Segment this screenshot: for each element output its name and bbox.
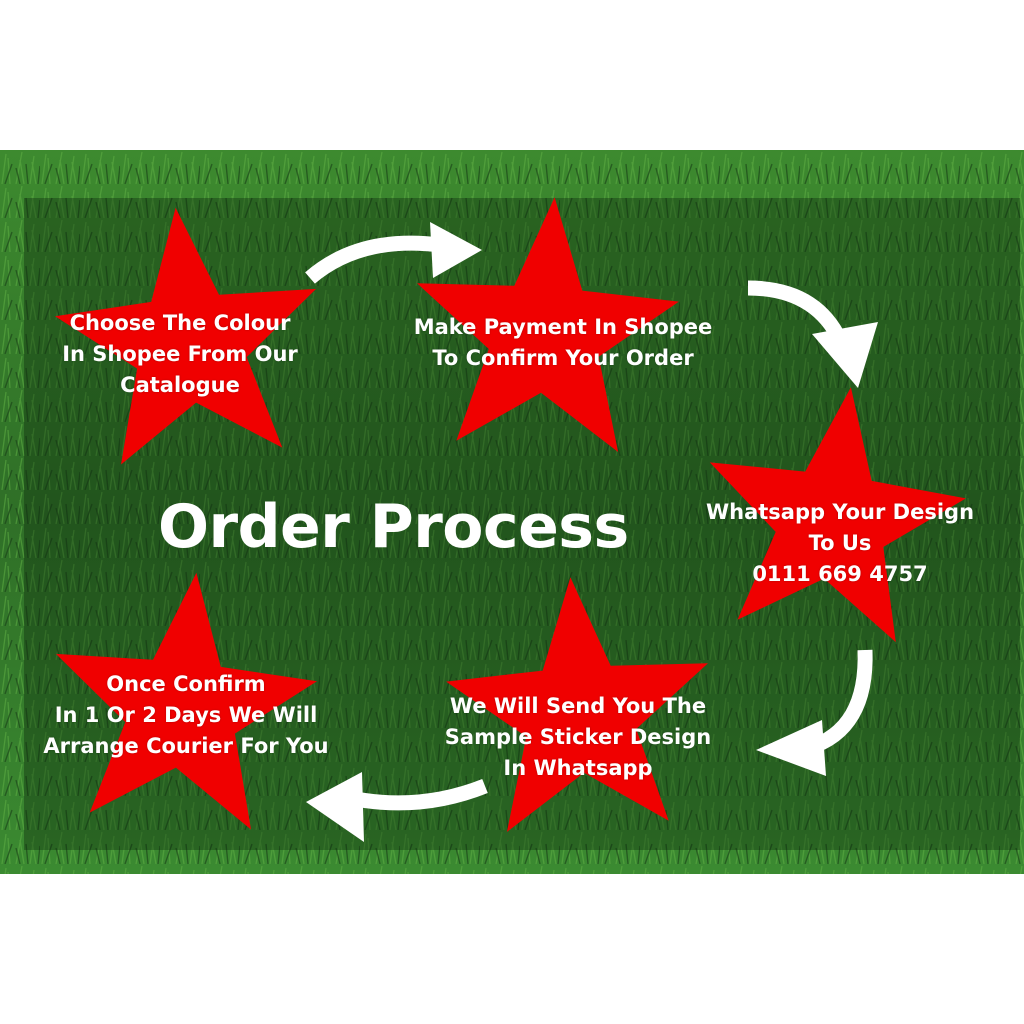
step-5-line-2: In 1 Or 2 Days We Will	[54, 703, 318, 727]
step-3-text: Whatsapp Your Design To Us 0111 669 4757	[690, 497, 990, 590]
arrow-step4-to-step5	[348, 779, 488, 811]
star-step-2	[417, 197, 679, 452]
step-1-text: Choose The Colour In Shopee From Our Cat…	[42, 308, 318, 401]
stars-group	[55, 197, 966, 832]
step-3-line-3: 0111 669 4757	[752, 562, 928, 586]
arrowhead-1	[430, 222, 482, 278]
step-5-line-3: Arrange Courier For You	[43, 734, 329, 758]
arrowhead-4	[306, 772, 364, 842]
step-1-line-2: In Shopee From Our	[62, 342, 298, 366]
step-2-line-1: Make Payment In Shopee	[413, 315, 713, 339]
step-1-line-1: Choose The Colour	[69, 311, 291, 335]
step-2-text: Make Payment In Shopee To Confirm Your O…	[398, 312, 728, 374]
star-step-1	[55, 207, 317, 465]
arrowhead-2	[812, 322, 878, 388]
grass-background	[0, 150, 1024, 874]
diagram-title: Order Process	[158, 492, 629, 562]
step-4-line-1: We Will Send You The	[449, 694, 707, 718]
step-4-line-2: Sample Sticker Design	[444, 725, 712, 749]
arrowhead-3	[756, 720, 826, 776]
star-step-4	[446, 577, 708, 832]
step-4-text: We Will Send You The Sample Sticker Desi…	[424, 691, 732, 784]
arrow-step2-to-step3	[747, 280, 847, 344]
star-step-5	[55, 572, 318, 830]
step-5-line-1: Once Confirm	[106, 672, 266, 696]
step-3-line-2: To Us	[808, 531, 872, 555]
order-process-banner: Order Process Choose The Colour In Shope…	[0, 150, 1024, 874]
arrow-step1-to-step2	[305, 235, 441, 284]
step-3-line-1: Whatsapp Your Design	[705, 500, 975, 524]
step-1-line-3: Catalogue	[120, 373, 240, 397]
step-5-text: Once Confirm In 1 Or 2 Days We Will Arra…	[24, 669, 348, 762]
star-step-3	[709, 387, 966, 643]
step-4-line-3: In Whatsapp	[503, 756, 653, 780]
step-2-line-2: To Confirm Your Order	[432, 346, 694, 370]
